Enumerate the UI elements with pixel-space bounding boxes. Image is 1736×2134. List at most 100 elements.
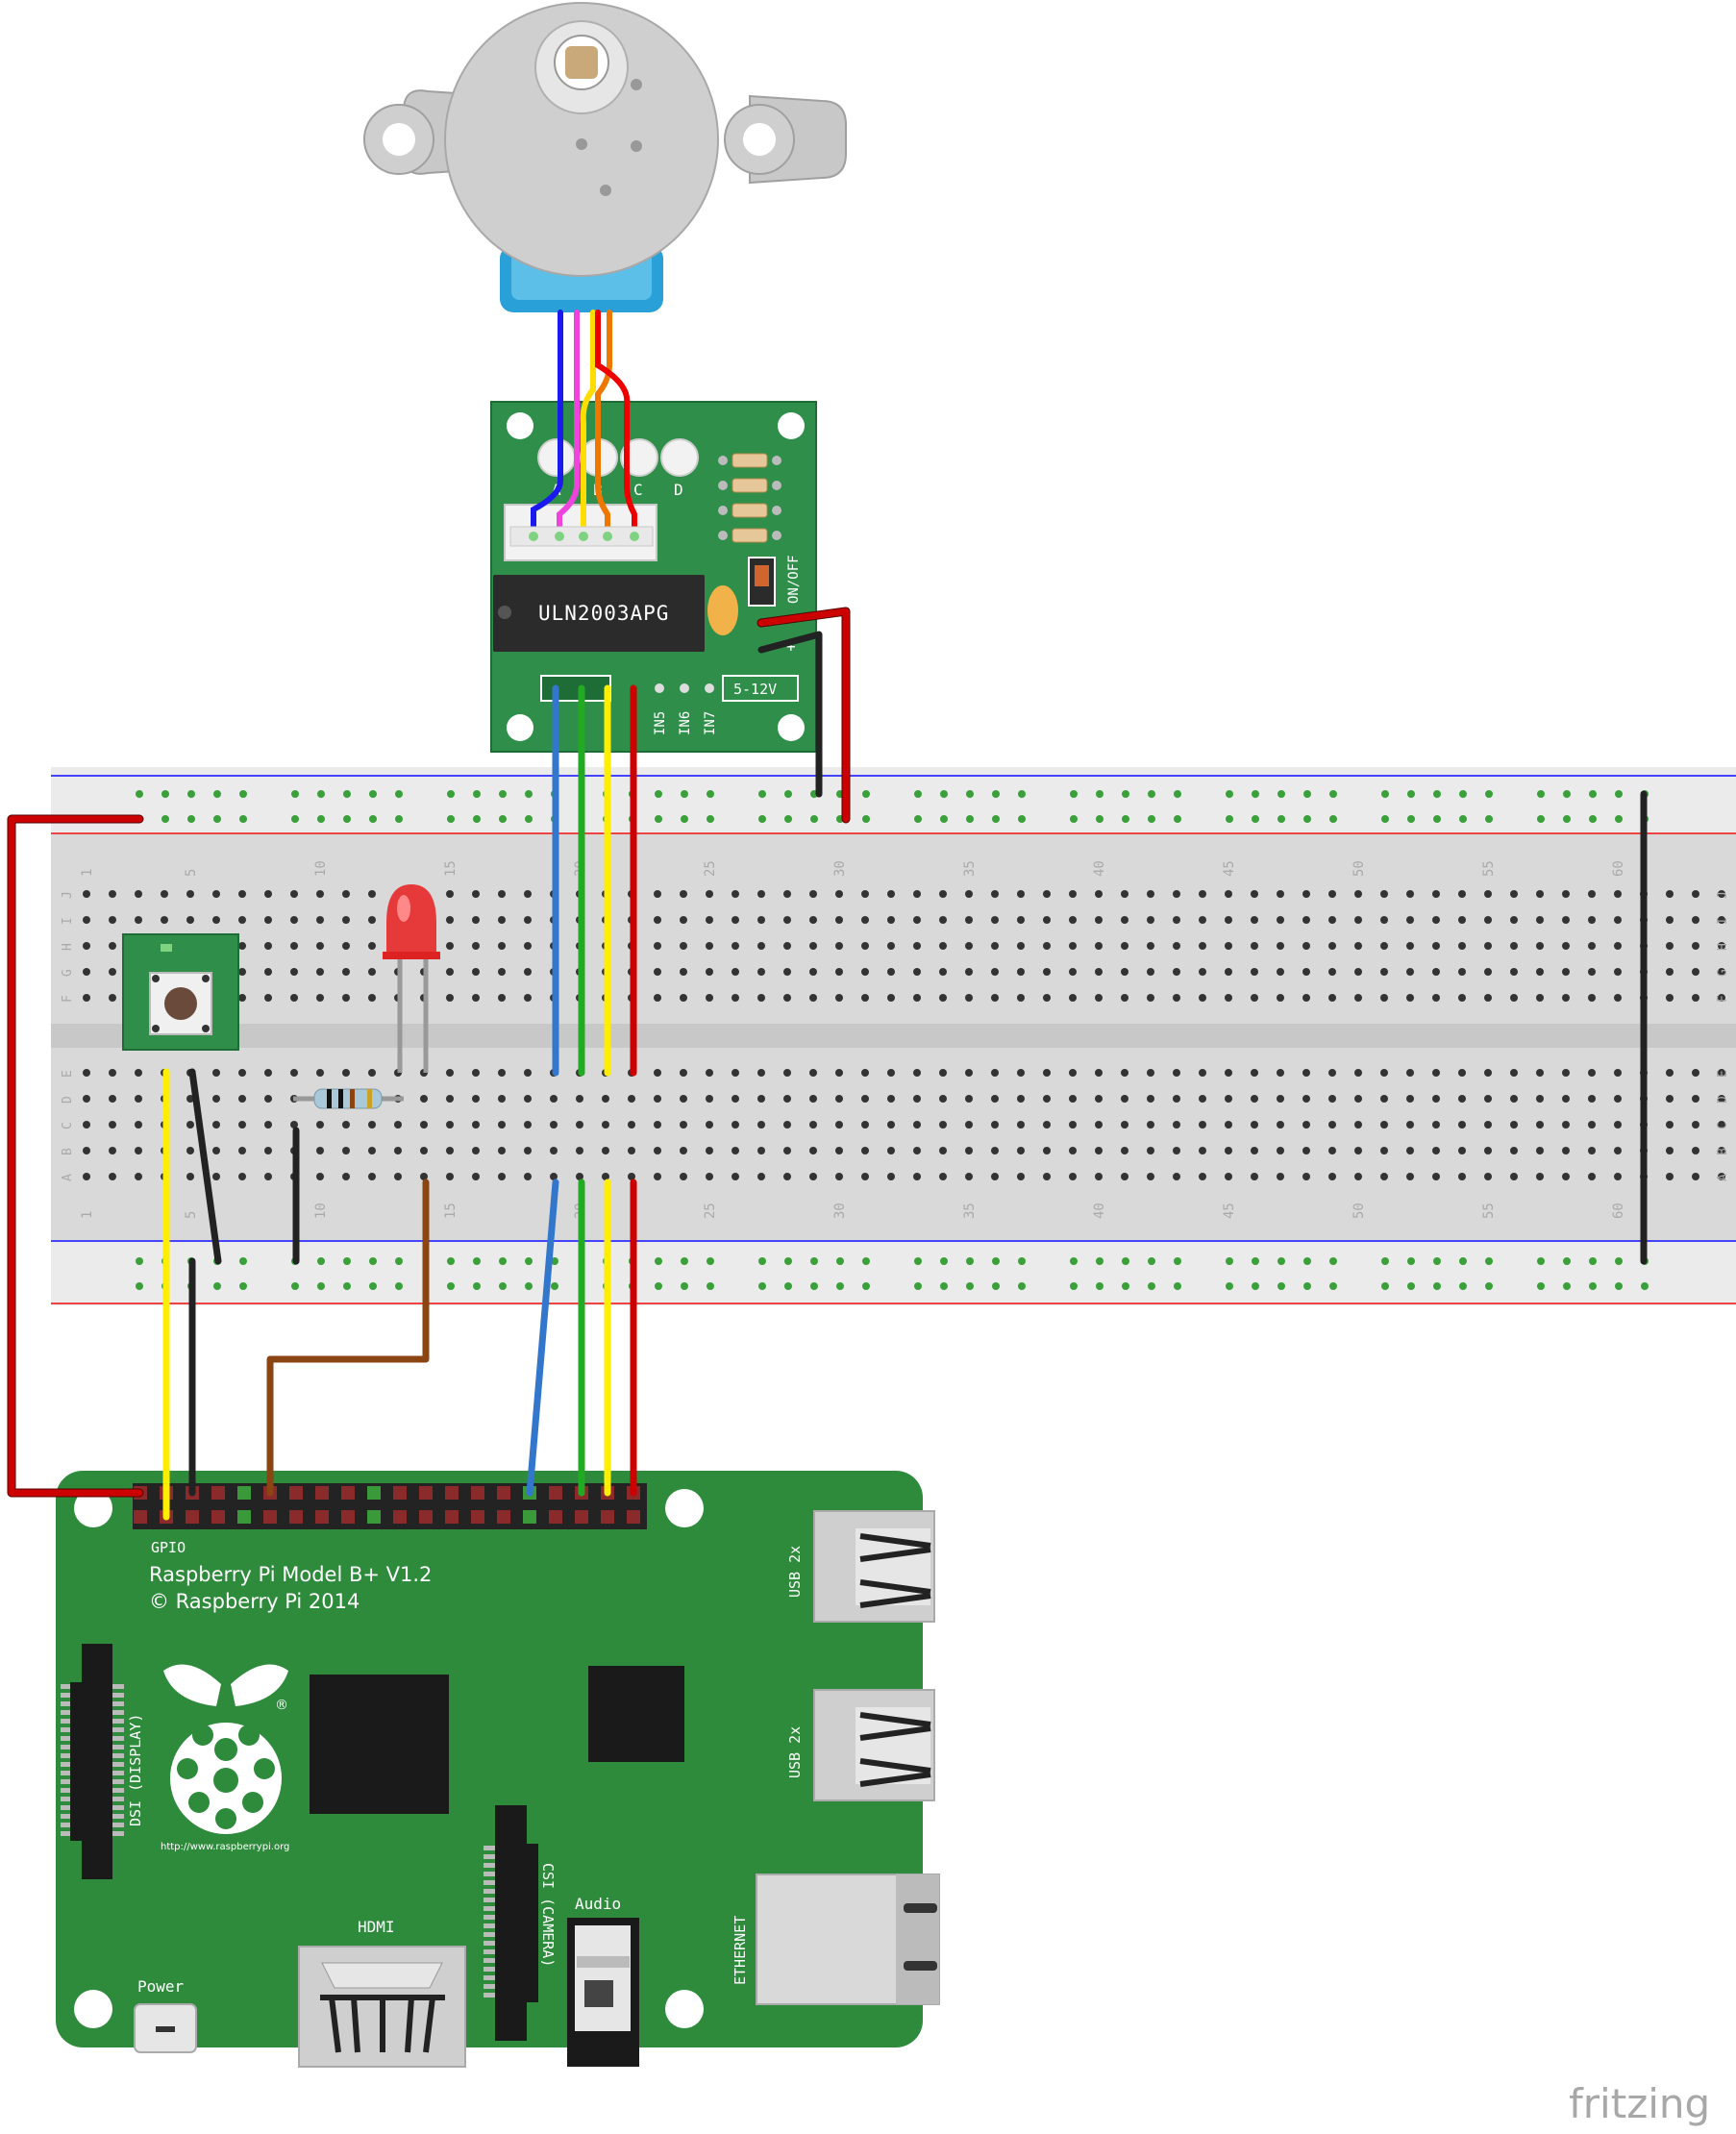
- breadboard-hole: [1536, 890, 1544, 898]
- breadboard-hole: [861, 1173, 869, 1180]
- breadboard-hole: [913, 1173, 921, 1180]
- breadboard-hole: [1328, 916, 1336, 924]
- breadboard-hole: [809, 916, 817, 924]
- breadboard-hole: [316, 1147, 324, 1154]
- breadboard-hole: [1328, 1069, 1336, 1077]
- breadboard-hole: [913, 1069, 921, 1077]
- row-letter: B: [61, 1148, 75, 1155]
- soc-chip: [310, 1675, 449, 1814]
- rail-hole: [291, 815, 299, 823]
- breadboard-hole: [1251, 890, 1258, 898]
- breadboard-hole: [1328, 1147, 1336, 1154]
- breadboard-hole: [1562, 942, 1570, 950]
- rail-hole: [992, 1257, 1000, 1265]
- column-number: 1: [80, 1211, 95, 1219]
- breadboard-hole: [472, 890, 480, 898]
- breadboard-hole: [1484, 1121, 1492, 1129]
- breadboard-hole: [991, 1121, 999, 1129]
- connector-tooth: [112, 1823, 124, 1827]
- breadboard-hole: [212, 916, 220, 924]
- breadboard-hole: [732, 942, 739, 950]
- breadboard-hole: [135, 916, 142, 924]
- column-number: 10: [313, 860, 329, 877]
- breadboard-hole: [368, 1121, 376, 1129]
- gpio-pin: [627, 1510, 640, 1524]
- rail-hole: [317, 1282, 325, 1290]
- rail-hole: [343, 1282, 351, 1290]
- connector-tooth: [484, 1923, 495, 1928]
- trademark-symbol: ®: [275, 1698, 288, 1713]
- breadboard-hole: [628, 1121, 635, 1129]
- breadboard-hole: [1588, 1095, 1596, 1103]
- capacitor: [707, 585, 738, 635]
- breadboard-hole: [1458, 1147, 1466, 1154]
- breadboard-hole: [290, 968, 298, 976]
- rail-hole: [758, 815, 766, 823]
- rail-hole: [1174, 1282, 1181, 1290]
- column-number: 40: [1092, 860, 1107, 877]
- rail-hole: [914, 1257, 922, 1265]
- breadboard-hole: [186, 916, 194, 924]
- breadboard-hole: [1302, 1121, 1310, 1129]
- connector-tooth: [112, 1710, 124, 1715]
- breadboard-hole: [887, 890, 895, 898]
- breadboard-hole: [913, 1147, 921, 1154]
- rail-hole: [1148, 1257, 1155, 1265]
- breadboard-hole: [1432, 890, 1440, 898]
- breadboard-hole: [1614, 942, 1622, 950]
- breadboard-hole: [1043, 1173, 1051, 1180]
- ethernet-label: ETHERNET: [732, 1916, 749, 1985]
- rail-hole: [966, 1257, 974, 1265]
- breadboard-hole: [238, 942, 246, 950]
- row-letter: B: [1716, 1148, 1730, 1155]
- breadboard-hole: [965, 916, 973, 924]
- connector-tooth: [484, 1958, 495, 1963]
- rail-hole: [343, 1257, 351, 1265]
- breadboard-hole: [732, 1147, 739, 1154]
- connector-tooth: [61, 1753, 70, 1758]
- column-number: 5: [184, 1211, 199, 1219]
- rail-hole: [1589, 790, 1597, 798]
- rail-hole: [213, 1282, 221, 1290]
- breadboard-hole: [680, 942, 687, 950]
- breadboard-hole: [1095, 942, 1103, 950]
- csi-teeth: [484, 1846, 495, 1998]
- breadboard-hole: [1121, 916, 1128, 924]
- rail-hole: [1226, 1257, 1233, 1265]
- column-number: 50: [1352, 1203, 1367, 1219]
- breadboard-hole: [1328, 1121, 1336, 1129]
- breadboard-hole: [1121, 1147, 1128, 1154]
- breadboard-hole: [1458, 968, 1466, 976]
- rail-hole: [1537, 790, 1545, 798]
- model-line-2: © Raspberry Pi 2014: [149, 1590, 360, 1613]
- breadboard-hole: [1095, 916, 1103, 924]
- breadboard-hole: [238, 916, 246, 924]
- rail-hole: [1018, 815, 1026, 823]
- breadboard-hole: [991, 968, 999, 976]
- breadboard-hole: [1302, 916, 1310, 924]
- motor-cable: [531, 310, 637, 541]
- breadboard-hole: [809, 1121, 817, 1129]
- breadboard-hole: [342, 1147, 350, 1154]
- breadboard-hole: [757, 1121, 765, 1129]
- breadboard-hole: [1406, 890, 1414, 898]
- breadboard-hole: [1380, 968, 1388, 976]
- connector-tooth: [484, 1898, 495, 1902]
- breadboard-hole: [783, 1147, 791, 1154]
- breadboard-hole: [446, 942, 454, 950]
- rail-hole: [1018, 1282, 1026, 1290]
- breadboard-hole: [1354, 1173, 1362, 1180]
- rail-hole: [940, 1257, 948, 1265]
- breadboard-hole: [342, 942, 350, 950]
- rail-hole: [1122, 790, 1129, 798]
- row-letter: G: [61, 969, 75, 977]
- usb-port-1: [813, 1510, 935, 1623]
- breadboard-hole: [1095, 1095, 1103, 1103]
- rail-hole: [1096, 1257, 1104, 1265]
- breadboard-hole: [420, 1095, 428, 1103]
- breadboard-hole: [420, 1173, 428, 1180]
- breadboard-hole: [1121, 1173, 1128, 1180]
- rail-hole: [1303, 815, 1311, 823]
- breadboard-hole: [732, 994, 739, 1002]
- connector-tooth: [61, 1736, 70, 1741]
